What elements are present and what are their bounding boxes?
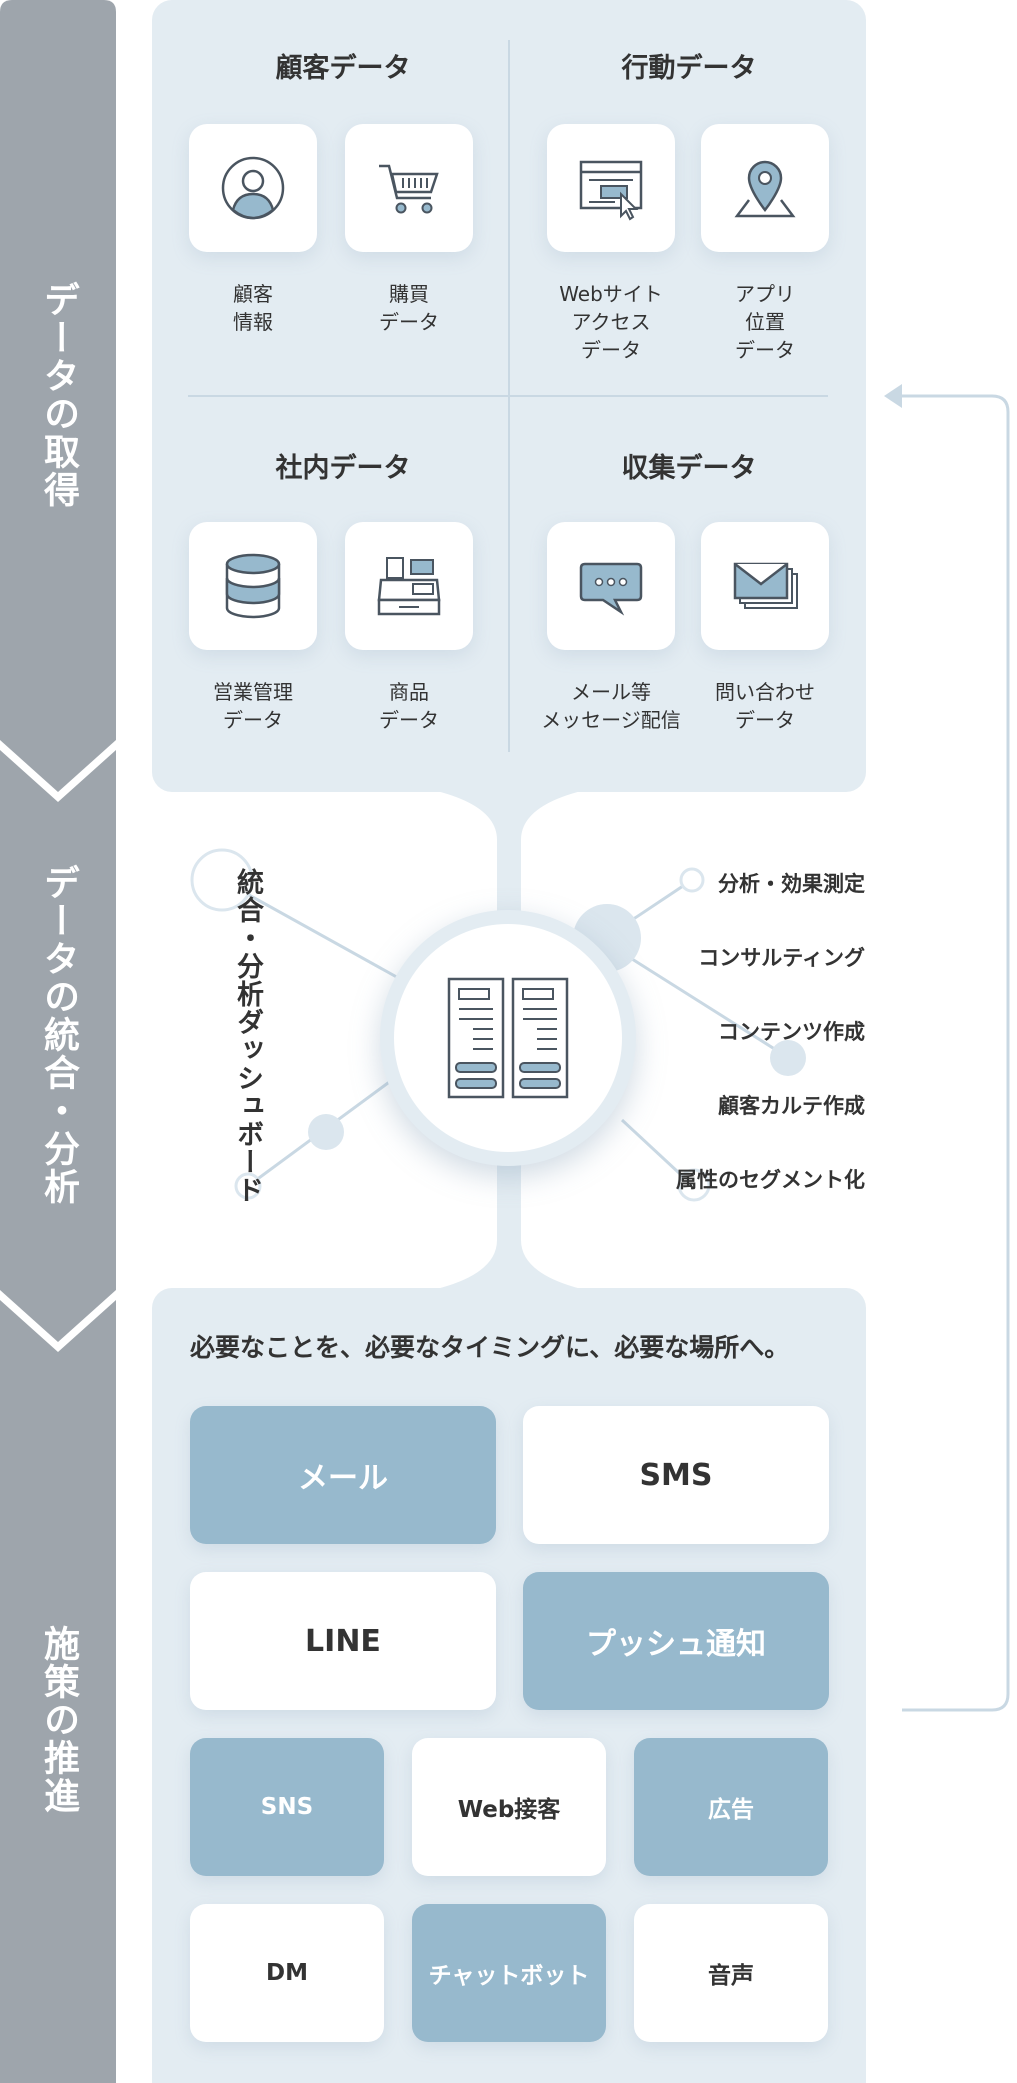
label-product-data: 商品 データ	[379, 680, 439, 732]
divider-horizontal	[188, 395, 828, 397]
feedback-arrow	[884, 384, 1010, 1712]
channel-sms: SMS	[523, 1406, 829, 1544]
tile-product-data	[345, 522, 473, 650]
label-sales-management: 営業管理 データ	[213, 680, 293, 732]
step-execute-label: 施策の推進	[38, 1625, 79, 1815]
service-customer-chart: 顧客カルテ作成	[718, 1094, 865, 1118]
service-content: コンテンツ作成	[718, 1020, 865, 1044]
chat-icon	[579, 562, 643, 616]
channel-voice: 音声	[634, 1904, 828, 2042]
channel-dm: DM	[190, 1904, 384, 2042]
tile-message-delivery	[547, 522, 675, 650]
group-title-customer: 顧客データ	[275, 53, 411, 84]
data-sources-panel: 顧客データ 顧客 情報 購買 データ 行動データ Webサイト アクセス データ	[152, 0, 866, 792]
channel-chatbot: チャットボット	[412, 1904, 606, 2042]
label-message-delivery: メール等 メッセージ配信	[541, 680, 681, 732]
web-icon	[579, 160, 643, 221]
tile-sales-management	[189, 522, 317, 650]
tile-customer-info	[189, 124, 317, 252]
server-icon	[447, 977, 569, 1099]
group-title-behavior: 行動データ	[621, 53, 757, 84]
service-analysis: 分析・効果測定	[718, 872, 865, 896]
actions-panel: 必要なことを、必要なタイミングに、必要な場所へ。 メール SMS LINE プッ…	[152, 1288, 866, 2083]
service-segmentation: 属性のセグメント化	[676, 1168, 865, 1192]
dashboard-label: 統合・分析ダッシュボード	[232, 868, 263, 1204]
service-consulting: コンサルティング	[698, 946, 865, 970]
label-app-location: アプリ 位置 データ	[735, 282, 795, 362]
mail-icon	[733, 562, 798, 609]
label-web-access: Webサイト アクセス データ	[559, 282, 663, 362]
cart-icon	[379, 164, 439, 214]
user-icon	[221, 156, 285, 220]
analysis-hub	[380, 910, 636, 1166]
channel-social: SNS	[190, 1738, 384, 1876]
tile-purchase-data	[345, 124, 473, 252]
step-bar: データの取得 データの統合・分析 施策の推進	[0, 0, 116, 2083]
channel-line: LINE	[190, 1572, 496, 1710]
map-pin-icon	[734, 160, 796, 218]
label-inquiry-data: 問い合わせ データ	[715, 680, 815, 732]
channel-ads: 広告	[634, 1738, 828, 1876]
channel-web-service: Web接客	[412, 1738, 606, 1876]
database-icon	[225, 553, 281, 619]
tile-web-access	[547, 124, 675, 252]
step-integrate-label: データの統合・分析	[38, 864, 79, 1206]
group-title-collected: 収集データ	[621, 453, 757, 484]
register-icon	[377, 557, 441, 616]
label-customer-info: 顧客 情報	[233, 282, 273, 334]
actions-tagline: 必要なことを、必要なタイミングに、必要な場所へ。	[190, 1333, 790, 1362]
label-purchase-data: 購買 データ	[379, 282, 439, 334]
channel-push: プッシュ通知	[523, 1572, 829, 1710]
step-bar-shape	[0, 0, 116, 2083]
channel-mail: メール	[190, 1406, 496, 1544]
group-title-internal: 社内データ	[275, 453, 411, 484]
step-acquire-label: データの取得	[38, 281, 79, 509]
tile-inquiry-data	[701, 522, 829, 650]
tile-app-location	[701, 124, 829, 252]
